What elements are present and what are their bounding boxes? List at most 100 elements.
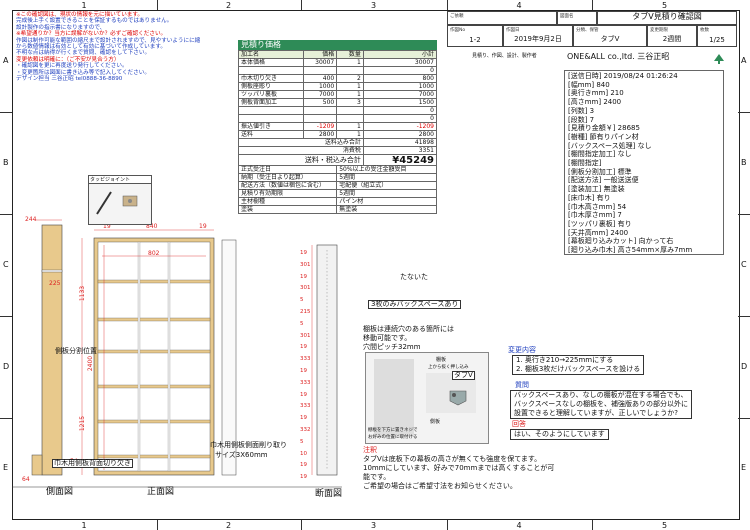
- photo-label: 棚板: [436, 357, 447, 363]
- front-view-title: 正面図: [147, 487, 175, 497]
- section-dim: 301: [300, 332, 311, 339]
- shipping-total-label: 送料込み合計: [238, 138, 364, 147]
- photo-label: タブV: [452, 371, 475, 380]
- header-name: 加工名: [238, 50, 304, 59]
- page-value: 1/25: [709, 36, 725, 44]
- estimate-title: 見積り価格: [238, 40, 437, 50]
- section-dim: 19: [300, 474, 307, 481]
- column-number: 1: [81, 521, 87, 530]
- section-dim: 5: [300, 438, 304, 445]
- drawing-no: 1-2: [469, 36, 481, 44]
- section-dim: 19: [300, 344, 307, 351]
- category-label: 分類、保管: [576, 28, 599, 33]
- item-subtotal: 800: [362, 74, 438, 83]
- item-name: [238, 66, 304, 75]
- row-tick: [0, 112, 12, 113]
- warning-line: ※この確認図は、現状の情報を元に描いています。: [16, 12, 144, 18]
- column-number: 1: [81, 1, 87, 10]
- column-tick: [447, 520, 448, 530]
- row-tick: [0, 214, 12, 215]
- item-qty: [336, 106, 364, 115]
- item-subtotal: 2800: [362, 130, 438, 139]
- column-number: 2: [226, 521, 232, 530]
- item-price: 7000: [302, 90, 338, 99]
- customer-cell: ご依頼: [447, 11, 557, 25]
- row-letter: C: [3, 260, 9, 269]
- tanaita-label: たないた: [400, 273, 428, 281]
- column-number: 5: [662, 521, 668, 530]
- section-dim: 333: [300, 356, 311, 363]
- estimate-row: 側板座彫り 1000 1 1000: [238, 82, 438, 91]
- row-letter: E: [741, 463, 747, 472]
- estimate-row: 0: [238, 66, 438, 75]
- item-subtotal: 1000: [362, 82, 438, 91]
- item-price: -1209: [302, 122, 338, 131]
- spec-item: [棚間指定]: [568, 159, 602, 168]
- dim-side-right: 19: [199, 223, 207, 230]
- section-dim: 301: [300, 261, 311, 268]
- shelf-note-line: 穴間ピッチ32mm: [363, 343, 421, 351]
- question-box: 質問 バックスペースあり、なしの棚板が混在する場合でも、 バックスペースなしの棚…: [510, 381, 692, 419]
- date-label: 作図日: [506, 28, 520, 33]
- item-name: 送料: [238, 130, 304, 139]
- tack-joint-label: タッピジョイント: [89, 176, 151, 184]
- column-number: 5: [662, 1, 668, 10]
- shelf-note: 棚板は連続穴のある箇所には 移動可能です。 穴間ピッチ32mm: [363, 325, 454, 352]
- estimate-row: 0: [238, 114, 438, 123]
- tack-joint-photo: タッピジョイント: [88, 175, 152, 225]
- warning-line: 変更依頼は明確に：（ご不安が見合う方）: [16, 56, 120, 63]
- period-value: 2週間: [662, 35, 682, 43]
- item-subtotal: 1500: [362, 98, 438, 107]
- header-subtotal: 小計: [362, 50, 438, 59]
- estimate-row: 側板背面加工 500 3 1500: [238, 98, 438, 107]
- column-number: 3: [371, 1, 377, 10]
- shelf-note-line: 棚板は連続穴のある箇所には: [363, 325, 454, 333]
- tax-value: 3351: [362, 146, 438, 155]
- item-subtotal: -1209: [362, 122, 438, 131]
- estimate-row: ツッパリ裏板 7000 1 7000: [238, 90, 438, 99]
- drawing-name: タブV見積り確認図: [632, 12, 702, 21]
- spec-item: [見積り金額￥] 28685: [568, 124, 640, 133]
- spec-item: [ツッパリ裏板] 有り: [568, 219, 632, 228]
- side-profile: [221, 239, 237, 476]
- item-subtotal: 0: [362, 114, 438, 123]
- spec-item: [高さmm] 2400: [568, 98, 622, 107]
- warning-line: デザイン担当 三谷正昭 tel0888-36-8890: [16, 76, 123, 83]
- section-dim: 19: [300, 368, 307, 374]
- section-dim: 5: [300, 297, 304, 304]
- info-value: 5週間: [336, 189, 437, 198]
- column-tick: [592, 520, 593, 530]
- spec-item: [床巾木] 有り: [568, 193, 611, 202]
- section-dim: 19: [300, 391, 307, 398]
- dim-baseboard-2: 64: [22, 476, 30, 483]
- item-price: 30007: [302, 58, 338, 67]
- item-qty: 1: [336, 90, 364, 99]
- dim-depth: 244: [25, 216, 37, 223]
- spec-item: [配送方法] 一般送送便: [568, 176, 639, 185]
- caution-line: 10mmにしています、好みで70mmまでは高くすることが可: [363, 464, 555, 472]
- row-letter: E: [3, 463, 9, 472]
- drawing-name-label: 図面名: [560, 14, 574, 19]
- warning-line: から数値情報は有効として有効に基づいて作成しています。: [16, 44, 166, 51]
- item-price: 400: [302, 74, 338, 83]
- change-item: 1. 奥行き210→225mmにする: [516, 356, 614, 364]
- caution-line: タブVは底板下の幕板の高さが無くても強度を保てます。: [363, 455, 542, 463]
- spec-item: [塗装加工] 無塗装: [568, 185, 625, 194]
- company-logo-icon: [712, 49, 726, 64]
- section-dim: 332: [300, 427, 311, 433]
- spec-item: [バックスペース処理] なし: [568, 141, 652, 150]
- item-subtotal: 30007: [362, 58, 438, 67]
- info-value: 無塗装: [336, 205, 437, 214]
- spec-item: [巾木高さmm] 54: [568, 202, 627, 211]
- column-number: 3: [371, 521, 377, 530]
- warning-line: 不明な点は納得が行くまで質問、確認をして下さい。: [16, 50, 151, 57]
- info-value: 宅配便（組立式）: [336, 181, 437, 190]
- section-dim: 5: [300, 320, 304, 327]
- section-view-title: 断面図: [315, 489, 343, 499]
- warning-line: ・変更箇所は図面に書き込み等で記入してください。: [16, 69, 150, 76]
- estimate-table: 加工名 価格 数量 小計 本体価格 30007 1 30007 0 巾木切り欠き…: [237, 50, 438, 214]
- question-line: 設置できると理解していますが、正しいでしょうか?: [514, 409, 679, 417]
